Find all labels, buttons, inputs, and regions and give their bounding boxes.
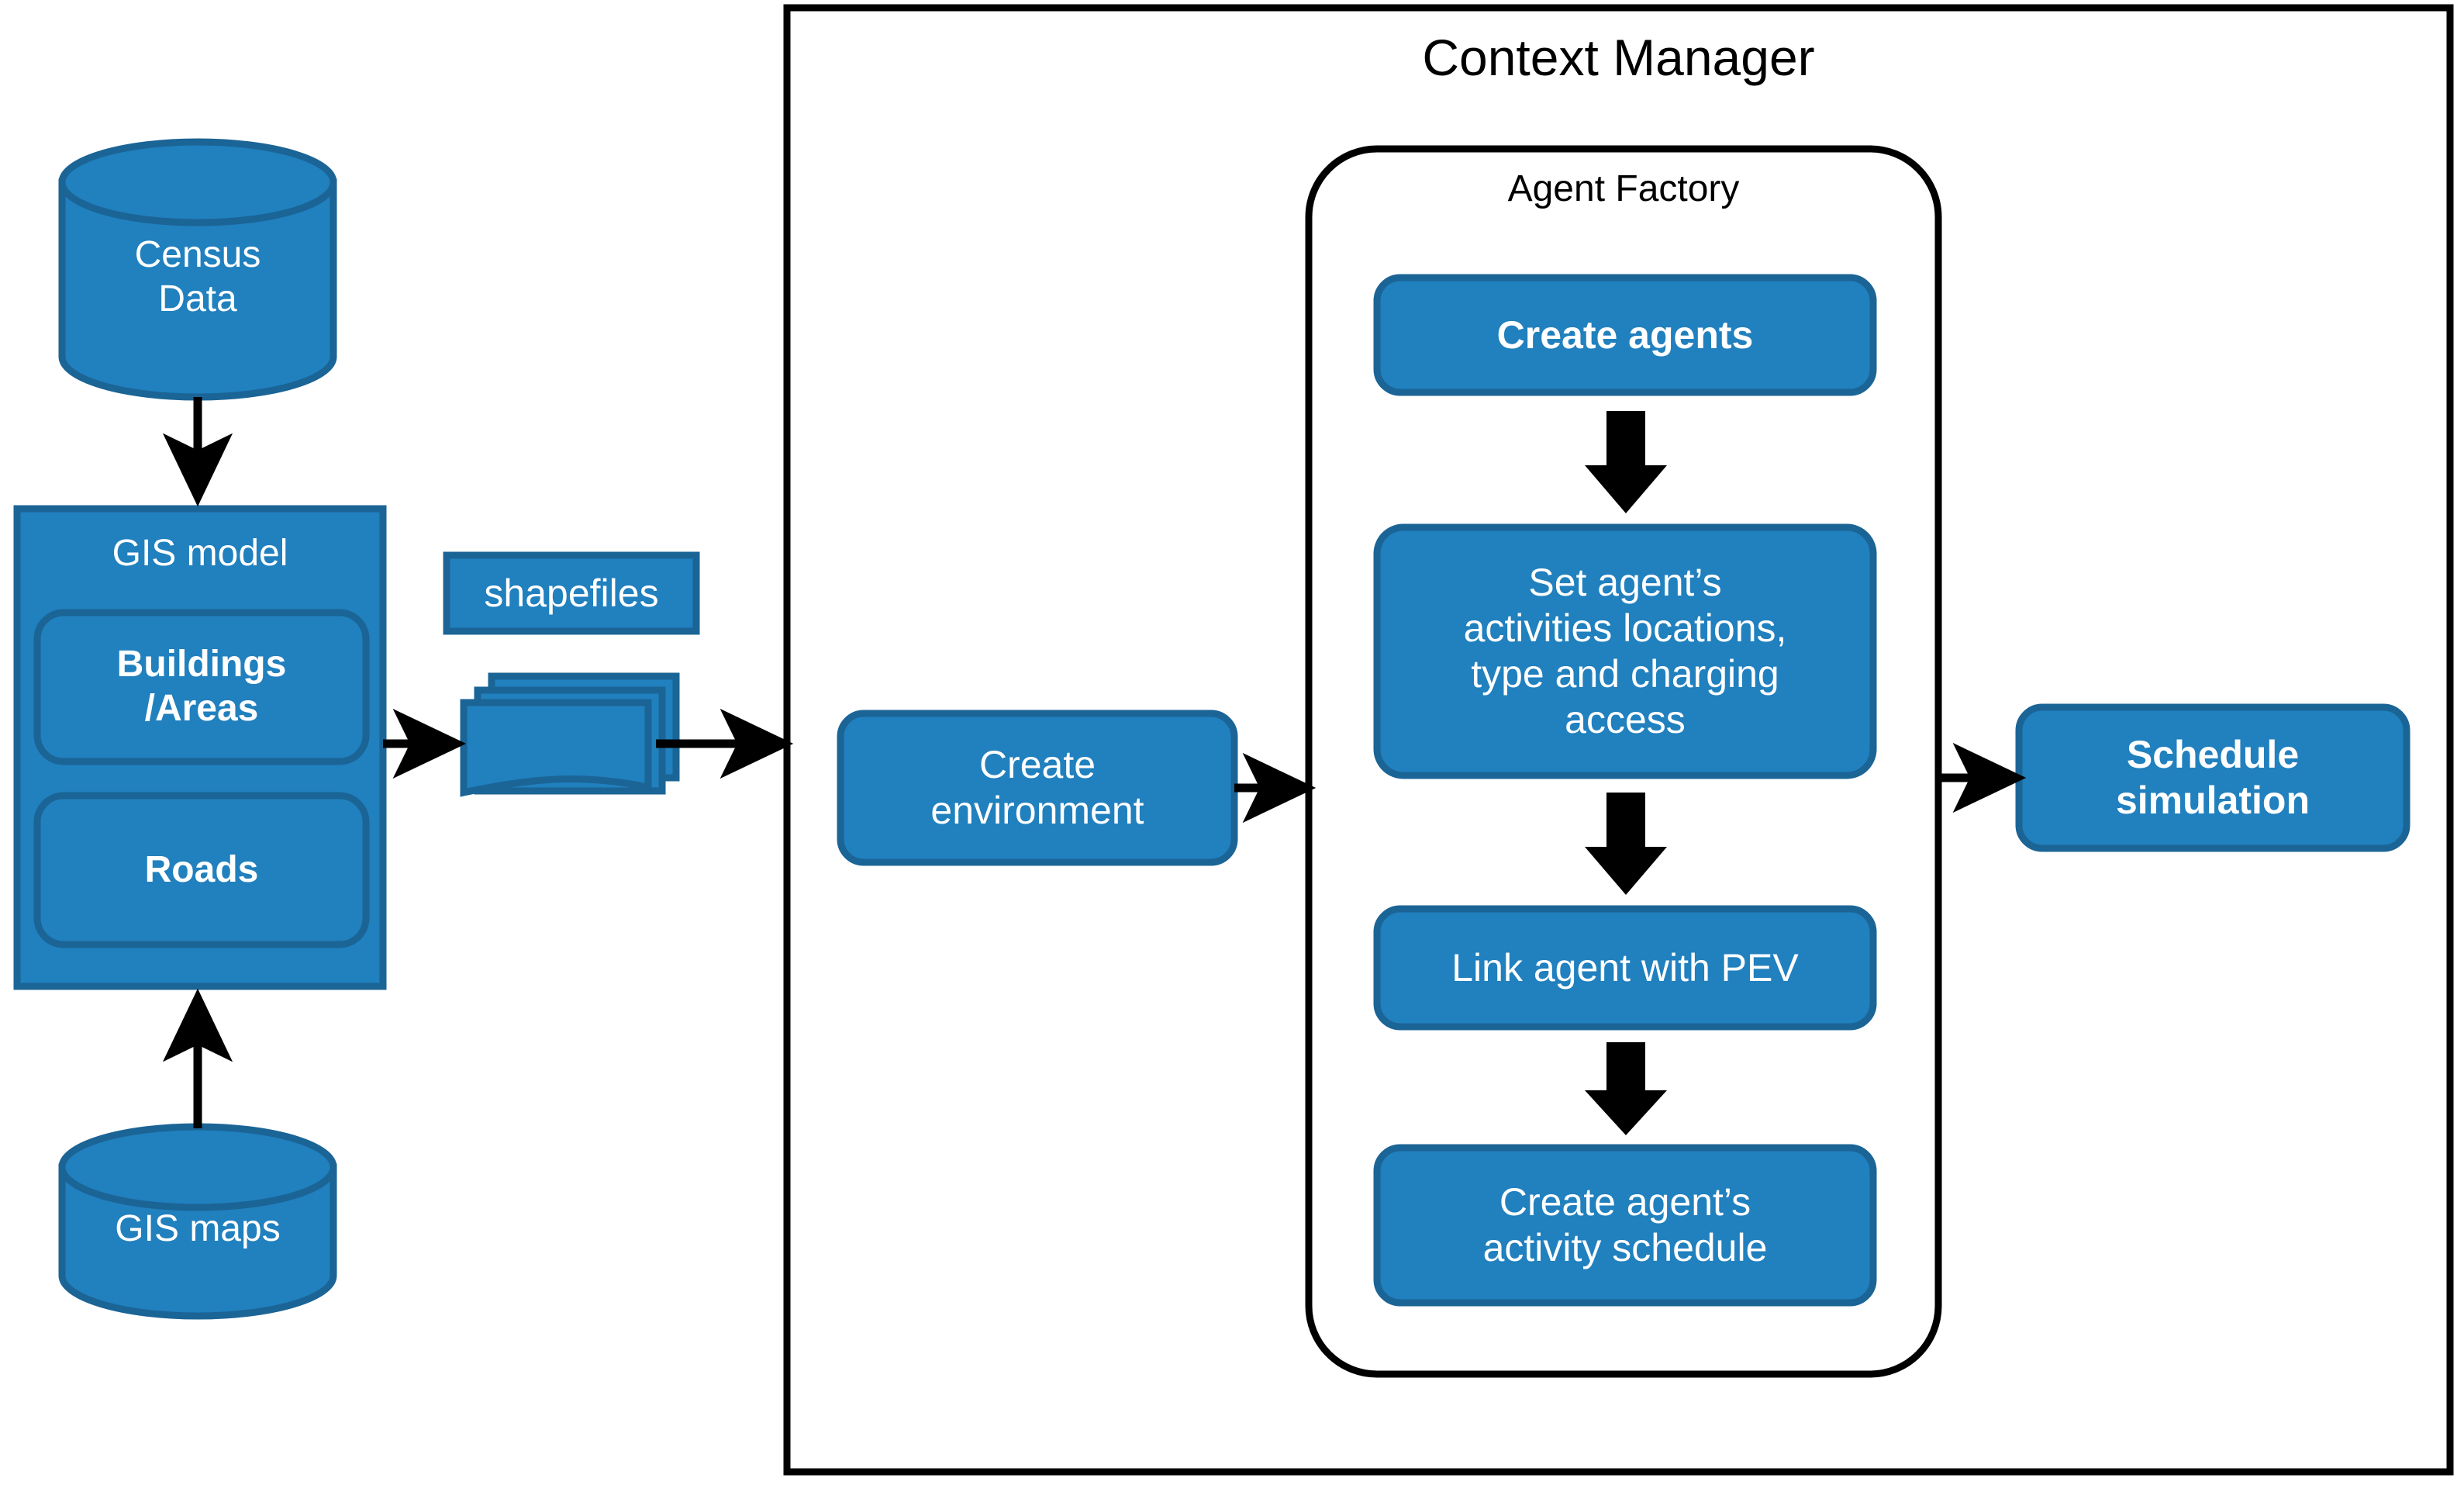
step-box-create-agents-activity-schedule [1373,1144,1877,1307]
gis-model-child-buildings-areas [33,609,370,765]
create-environment-box [837,710,1238,866]
context-manager-title: Context Manager [1422,29,1815,86]
schedule-simulation-box [2015,703,2411,852]
step-box-create-agents [1373,274,1877,396]
gis-model-child-roads [33,792,370,948]
gis-maps-cylinder [58,1123,337,1320]
agent-factory-title: Agent Factory [1507,168,1740,209]
block-arrow-link-pev-to-activity-schedule [1585,1042,1667,1135]
step-box-link-agent-with-pev [1373,905,1877,1031]
block-arrow-set-activities-to-link-pev [1585,793,1667,895]
step-box-set-agents-activities [1373,523,1877,779]
shapefiles-label-box [443,551,700,635]
block-arrow-create-agents-to-set-activities [1585,411,1667,513]
census-data-cylinder [58,138,337,401]
multi-document-stack-icon [460,672,680,797]
